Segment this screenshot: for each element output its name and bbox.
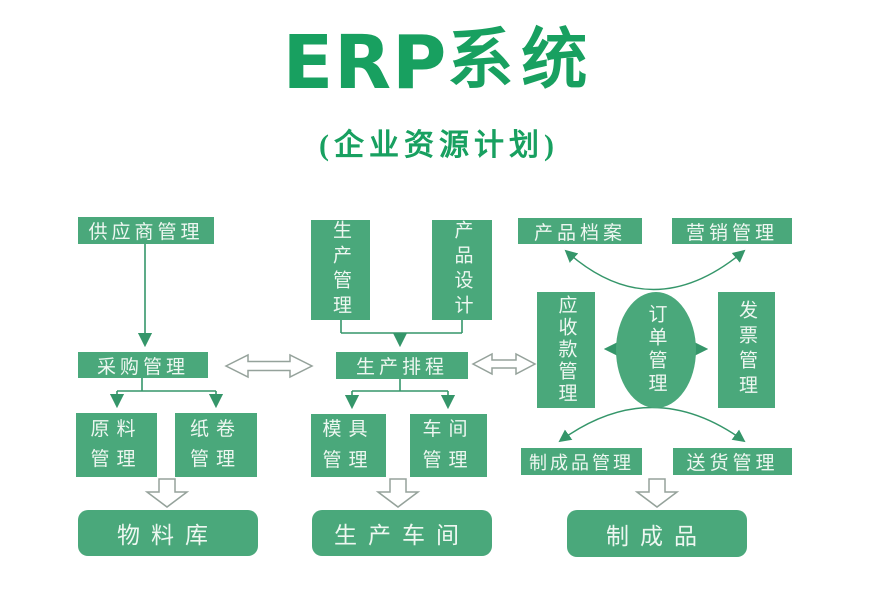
node-invoice-management: 发票管理 [718, 292, 775, 408]
arrow-scheduling-split [344, 379, 456, 410]
page-subtitle: (企业资源计划) [319, 129, 559, 162]
arrow-purchasing-split [109, 378, 224, 409]
node-paper-roll-management: 纸卷 管理 [175, 413, 257, 477]
title-erp: ERP [282, 20, 448, 106]
node-raw-material-management: 原料 管理 [76, 413, 157, 477]
node-material-warehouse: 物料库 [78, 510, 258, 556]
node-order-management: 订单管理 [616, 292, 696, 408]
node-marketing-management: 营销管理 [672, 218, 792, 244]
node-product-design: 产品设计 [432, 220, 492, 320]
page-title: ERP系统 [0, 26, 878, 100]
block-arrow-to-material-warehouse [144, 478, 190, 508]
block-arrow-to-finished-product [634, 478, 680, 508]
node-product-archive: 产品档案 [518, 218, 642, 244]
node-workshop-management: 车间 管理 [410, 414, 487, 477]
node-finished-product-management: 制成品管理 [521, 448, 642, 475]
node-mold-management: 模具 管理 [311, 414, 386, 477]
node-production-workshop: 生产车间 [312, 510, 492, 556]
node-production-management: 生产管理 [311, 220, 370, 320]
node-supplier-management: 供应商管理 [78, 217, 214, 244]
arrow-converge-to-scheduling [340, 320, 463, 348]
node-purchasing-management: 采购管理 [78, 352, 208, 378]
double-arrow-purchasing-scheduling [224, 353, 314, 379]
double-arrow-scheduling-receivables [471, 352, 537, 376]
arrow-order-to-finished-delivery [558, 406, 746, 443]
node-production-scheduling: 生产排程 [336, 352, 468, 379]
node-receivables-management: 应收款管理 [537, 292, 595, 408]
node-delivery-management: 送货管理 [673, 448, 792, 475]
title-system: 系统 [447, 24, 596, 97]
block-arrow-to-production-workshop [375, 478, 421, 508]
node-finished-product: 制成品 [567, 510, 747, 557]
arrow-order-to-archive-marketing [564, 249, 746, 291]
